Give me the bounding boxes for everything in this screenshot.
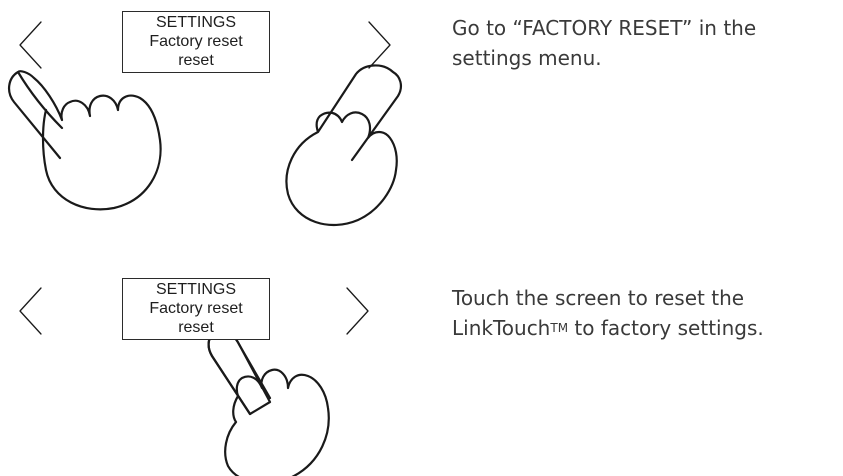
screen-action: reset xyxy=(123,51,269,70)
tapping-hand-icon xyxy=(9,71,161,209)
chevron-right-icon xyxy=(347,288,368,334)
tapping-hand-icon xyxy=(286,65,400,225)
chevron-left-icon xyxy=(20,22,41,68)
step-2-illustration xyxy=(0,238,843,476)
screen-action: reset xyxy=(123,318,269,337)
screen-title: SETTINGS xyxy=(123,13,269,32)
screen-menu-item: Factory reset xyxy=(123,299,269,318)
instruction-text-after: to factory settings. xyxy=(568,316,764,340)
screen-menu-item: Factory reset xyxy=(123,32,269,51)
trademark-mark: TM xyxy=(550,321,568,335)
step-1-instruction: Go to “FACTORY RESET” in the settings me… xyxy=(452,13,837,73)
device-screen[interactable]: SETTINGS Factory reset reset xyxy=(122,278,270,340)
chevron-left-icon xyxy=(20,288,41,334)
step-go-to-factory-reset: SETTINGS Factory reset reset Go to “FACT… xyxy=(0,0,843,238)
screen-title: SETTINGS xyxy=(123,280,269,299)
step-reset-to-factory: SETTINGS Factory reset reset Touch the s… xyxy=(0,238,843,476)
device-screen[interactable]: SETTINGS Factory reset reset xyxy=(122,11,270,73)
chevron-right-icon xyxy=(369,22,390,68)
tapping-hand-icon xyxy=(209,330,329,476)
step-2-instruction: Touch the screen to reset the LinkTouchT… xyxy=(452,283,837,343)
